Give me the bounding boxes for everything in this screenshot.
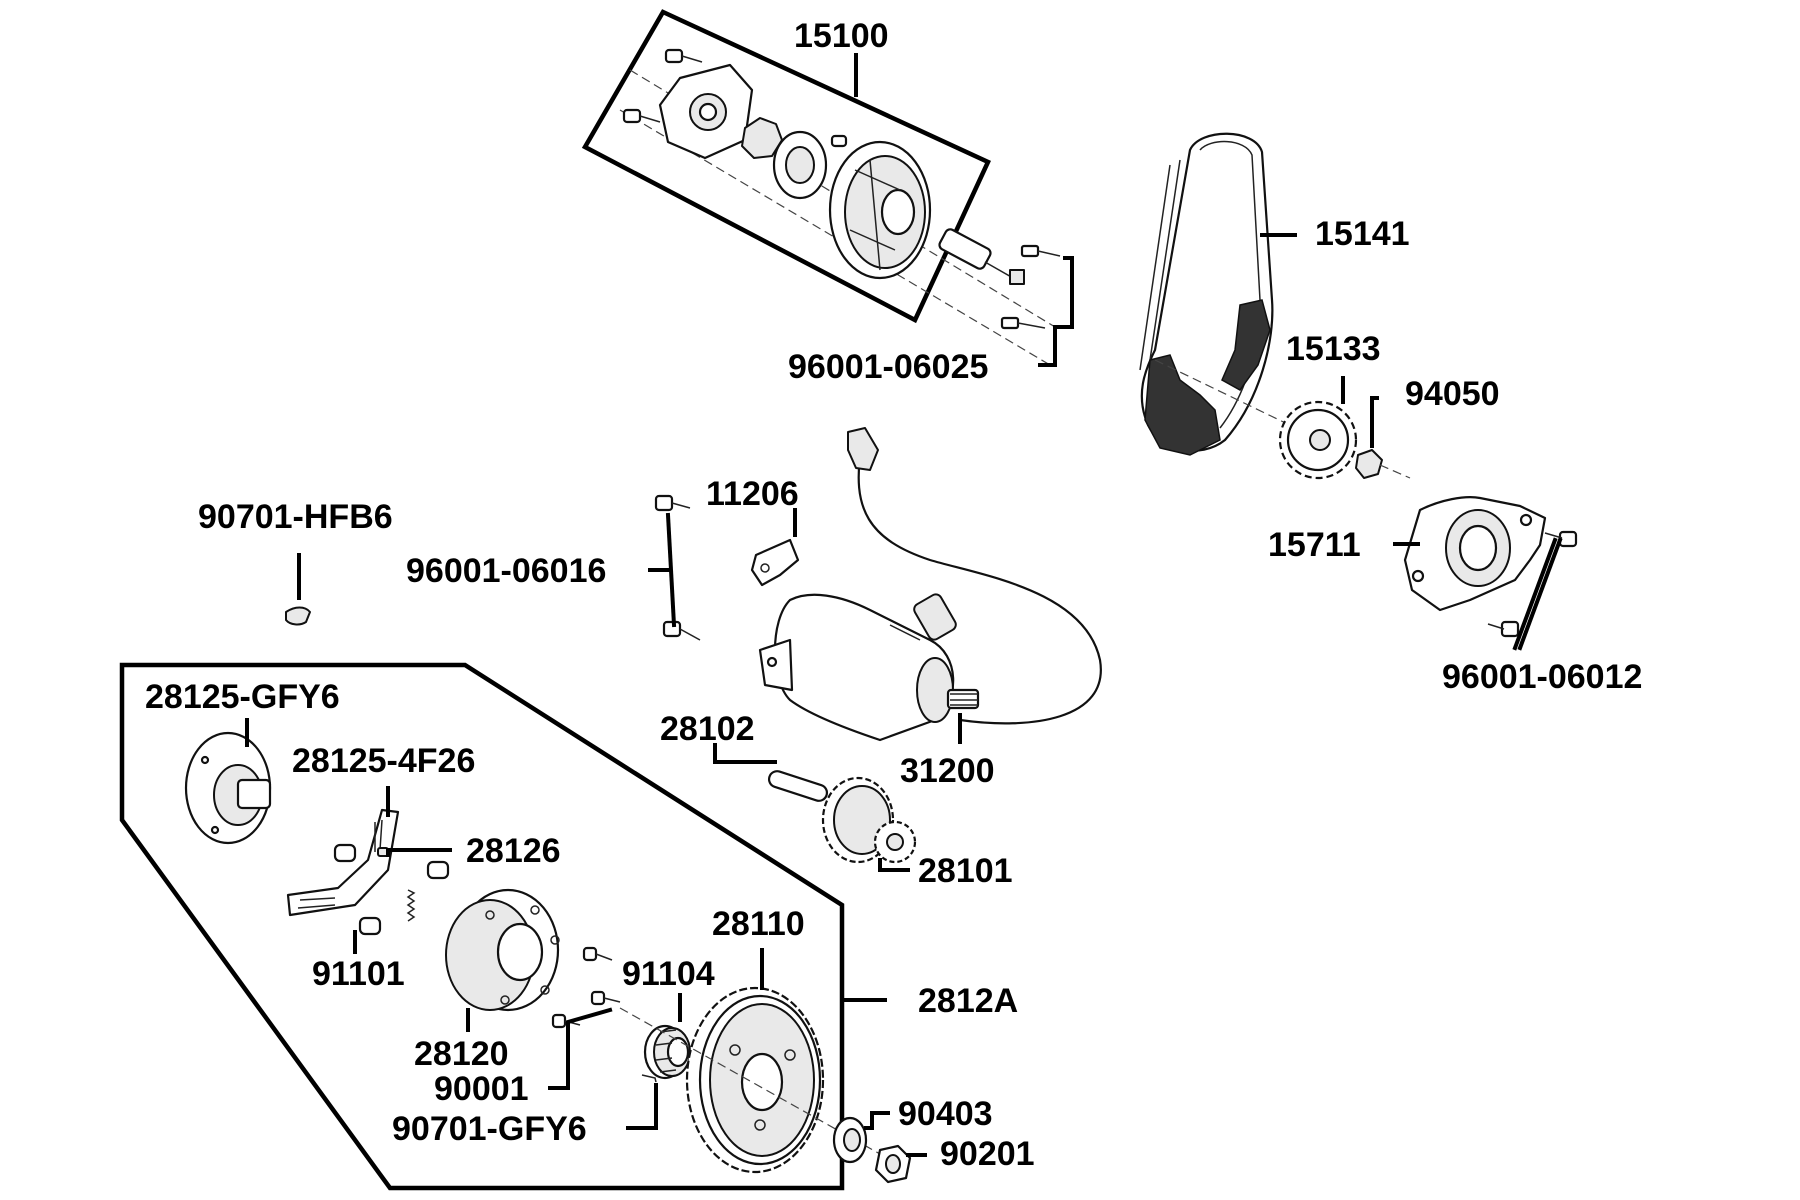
bolt-pair-group (648, 494, 701, 641)
leader-90701-GFY6 (626, 1083, 658, 1130)
screw-icon (622, 48, 703, 124)
bolt-icon (1000, 244, 1061, 330)
leader-94050 (1370, 396, 1379, 448)
cam-chain-group (1139, 132, 1301, 456)
label-11206: 11206 (706, 475, 799, 513)
label-28120: 28120 (414, 1035, 509, 1073)
leader-28101 (878, 858, 910, 872)
label-15100: 15100 (794, 17, 889, 55)
cable-terminal-icon (847, 427, 879, 471)
spring-icon (406, 889, 416, 922)
label-96001-06012: 96001-06012 (1442, 658, 1642, 696)
label-96001-06025: 96001-06025 (788, 348, 988, 386)
spring-plate-icon (286, 808, 400, 917)
woodruff-key-icon (285, 606, 311, 626)
label-15711: 15711 (1268, 526, 1361, 564)
washer-nut-group (832, 1111, 927, 1184)
oil-pump-group-outline (581, 9, 991, 324)
idle-gear-group (713, 743, 917, 872)
nut-icon (1355, 449, 1383, 479)
label-28125-4F26: 28125-4F26 (292, 742, 475, 780)
leader-28102 (713, 743, 777, 764)
pump-shaft-icon (938, 228, 1025, 285)
label-28102: 28102 (660, 710, 755, 748)
leader-96001-06016 (665, 512, 677, 628)
label-28126: 28126 (466, 832, 561, 870)
key-icon (641, 1074, 657, 1083)
plate-group (750, 508, 800, 587)
needle-bearing-icon (643, 1024, 691, 1080)
sprocket-group (1278, 376, 1411, 480)
leader-28126 (386, 848, 452, 857)
label-31200: 31200 (900, 752, 995, 790)
label-90701-GFY6: 90701-GFY6 (392, 1110, 587, 1148)
leader-90403 (864, 1111, 890, 1130)
label-15141: 15141 (1315, 215, 1410, 253)
leader-96001-06012-b (1512, 537, 1558, 651)
label-90201: 90201 (940, 1135, 1035, 1173)
starter-clutch-group-outline (119, 662, 845, 1191)
leader-90001 (548, 1007, 613, 1090)
plate-bracket-icon (750, 538, 800, 587)
label-90701-HFB6: 90701-HFB6 (198, 498, 393, 536)
label-94050: 94050 (1405, 375, 1500, 413)
label-90001: 90001 (434, 1070, 529, 1108)
roller-icon (333, 843, 450, 936)
label-91104: 91104 (622, 955, 715, 993)
starter-cable-icon (857, 444, 1102, 725)
driven-gear-icon (685, 986, 825, 1174)
label-96001-06016: 96001-06016 (406, 552, 606, 590)
cover-group (1393, 496, 1578, 651)
oil-pump-group (581, 9, 1074, 367)
leader-96001-06012-a (1517, 537, 1563, 651)
leader-96001-06025-bracket (1038, 256, 1074, 367)
label-28125-GFY6: 28125-GFY6 (145, 678, 340, 716)
label-28101: 28101 (918, 852, 1013, 890)
key-group (285, 553, 311, 626)
gear-shaft-icon (767, 770, 829, 802)
label-15133: 15133 (1286, 330, 1381, 368)
label-91101: 91101 (312, 955, 405, 993)
label-28110: 28110 (712, 905, 805, 943)
starter-motor-group (758, 427, 1102, 744)
bolt-icon (1487, 530, 1578, 638)
bolt-icon (551, 946, 621, 1029)
label-90403: 90403 (898, 1095, 993, 1133)
starter-terminal-icon (913, 593, 957, 641)
label-2812A: 2812A (918, 982, 1018, 1020)
starter-clutch-group (119, 662, 906, 1191)
